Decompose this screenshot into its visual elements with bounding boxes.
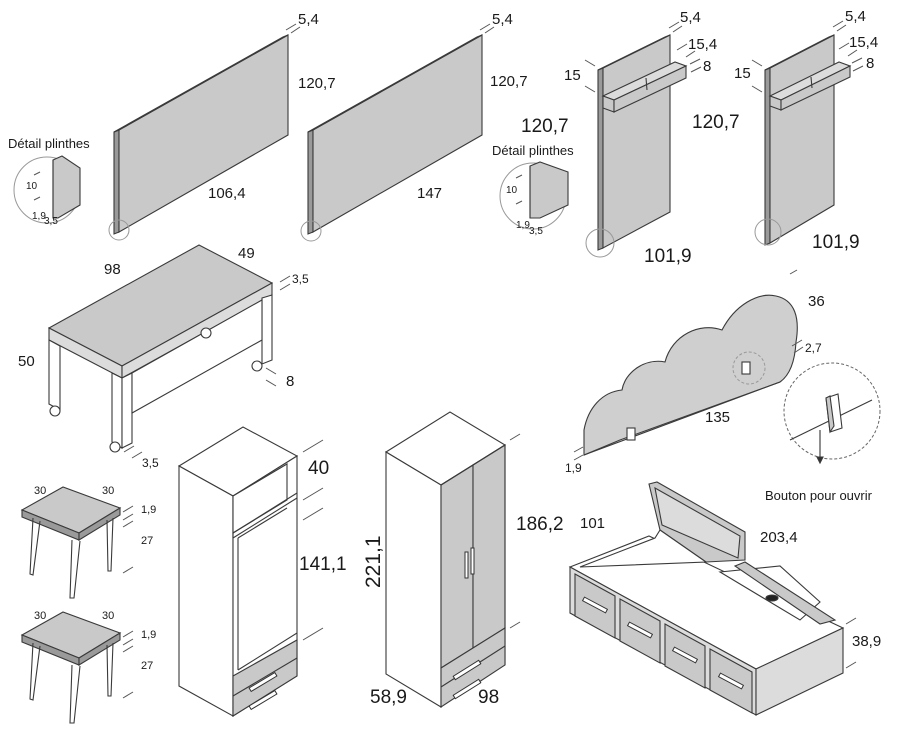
headboard-147: 5,4 120,7 147 (300, 11, 528, 242)
shelfpanel2-pos-label: 15 (734, 65, 751, 82)
shelf-panel-1: 5,4 15,4 8 15 120,7 101,9 (521, 9, 717, 267)
detail2-a-label: 1,9 (516, 220, 530, 231)
shelfpanel2-shelfh-label: 8 (866, 55, 874, 72)
headboard2-width-label: 147 (417, 185, 442, 202)
stool-2: 30 30 1,9 27 (20, 610, 156, 724)
desk-rail-label: 8 (286, 373, 294, 390)
stool2-h-label: 27 (141, 660, 153, 672)
wardrobe-open: 40 141,1 (177, 426, 347, 717)
headboard1-thick-label: 5,4 (298, 11, 319, 28)
detail2-b-label: 3,5 (529, 226, 543, 237)
detail1-b-label: 3,5 (44, 216, 58, 227)
storage-bed: 101 203,4 38,9 (568, 481, 881, 716)
detail1-h-label: 10 (26, 181, 38, 192)
cloud-headboard: 36 2,7 135 1,9 Bouton pour ouvrir (565, 269, 881, 503)
stool1-w-label: 30 (34, 485, 46, 497)
wardrobe-width-label: 98 (478, 687, 499, 708)
cloud-thick-label: 2,7 (805, 341, 822, 355)
shelfpanel1-shelfh-label: 8 (703, 58, 711, 75)
stool2-d-label: 30 (102, 610, 114, 622)
desk: 98 49 3,5 50 8 3,5 (18, 244, 309, 470)
stool1-h-label: 27 (141, 535, 153, 547)
wardrobe-open-inner-label: 141,1 (299, 554, 347, 575)
shelfpanel2-height-label: 120,7 (692, 112, 740, 133)
shelfpanel1-height-label: 120,7 (521, 116, 569, 137)
shelfpanel2-thick-label: 5,4 (845, 8, 866, 25)
shelfpanel1-width-label: 101,9 (644, 246, 692, 267)
headboard1-height-label: 120,7 (298, 75, 336, 92)
shelfpanel2-width-label: 101,9 (812, 232, 860, 253)
cloud-height-label: 36 (808, 293, 825, 310)
detail2-h-label: 10 (506, 185, 518, 196)
wardrobe-door-label: 186,2 (516, 514, 564, 535)
desk-height-label: 50 (18, 353, 35, 370)
wardrobe-height-label: 221,1 (362, 535, 385, 588)
headboard2-height-label: 120,7 (490, 73, 528, 90)
desk-depth-label: 49 (238, 245, 255, 262)
cloud-width-label: 135 (705, 409, 730, 426)
wardrobe-depth-label: 58,9 (370, 687, 407, 708)
wardrobe-open-depth-label: 40 (308, 458, 329, 479)
bed-length-label: 203,4 (760, 529, 798, 546)
stool-1: 30 30 1,9 27 (20, 485, 156, 599)
headboard-106: 5,4 120,7 106,4 (108, 11, 336, 241)
shelf-panel-2: 5,4 15,4 8 15 120,7 101,9 (692, 8, 878, 253)
stool1-top-label: 1,9 (141, 504, 156, 516)
stool2-w-label: 30 (34, 610, 46, 622)
bed-depth-label: 101 (580, 515, 605, 532)
shelfpanel1-pos-label: 15 (564, 67, 581, 84)
desk-leg-label: 3,5 (142, 456, 159, 470)
detail1-title: Détail plinthes (8, 136, 90, 151)
shelfpanel1-thick-label: 5,4 (680, 9, 701, 26)
headboard1-width-label: 106,4 (208, 185, 246, 202)
desk-width-label: 98 (104, 261, 121, 278)
detail2-title: Détail plinthes (492, 143, 574, 158)
detail1-a-label: 1,9 (32, 211, 46, 222)
cloud-base-label: 1,9 (565, 461, 582, 475)
headboard2-thick-label: 5,4 (492, 11, 513, 28)
plinth-detail-1: Détail plinthes 10 1,9 3,5 (8, 136, 90, 227)
shelfpanel2-depth-label: 15,4 (849, 34, 878, 51)
bed-height-label: 38,9 (852, 633, 881, 650)
plinth-detail-2: Détail plinthes 10 1,9 3,5 (492, 143, 574, 237)
stool1-d-label: 30 (102, 485, 114, 497)
wardrobe: 221,1 186,2 58,9 98 (362, 411, 564, 709)
cloud-button-note: Bouton pour ouvrir (765, 488, 873, 503)
stool2-top-label: 1,9 (141, 629, 156, 641)
shelfpanel1-depth-label: 15,4 (688, 36, 717, 53)
desk-top-label: 3,5 (292, 272, 309, 286)
